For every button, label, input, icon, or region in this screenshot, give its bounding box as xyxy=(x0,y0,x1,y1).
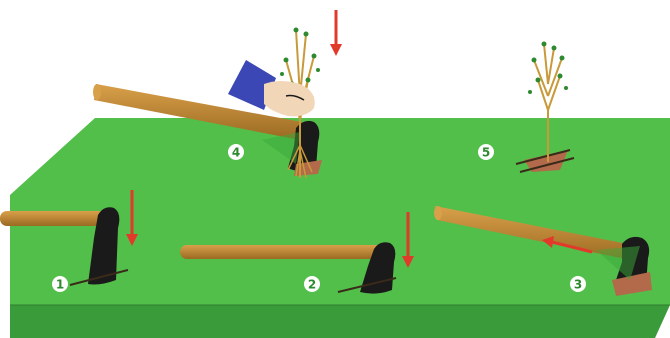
step-4-arrow xyxy=(330,10,342,56)
step-5-number: 5 xyxy=(482,146,490,160)
step-3-marker: 3 xyxy=(570,276,586,292)
step-2-marker: 2 xyxy=(304,276,320,292)
step-1-marker: 1 xyxy=(52,276,68,292)
step-4-number: 4 xyxy=(232,146,240,160)
step-4-marker: 4 xyxy=(228,144,244,160)
step-5-marker: 5 xyxy=(478,144,494,160)
step-3-number: 3 xyxy=(574,278,582,292)
step-1-number: 1 xyxy=(56,278,64,292)
step-2-number: 2 xyxy=(308,278,316,292)
